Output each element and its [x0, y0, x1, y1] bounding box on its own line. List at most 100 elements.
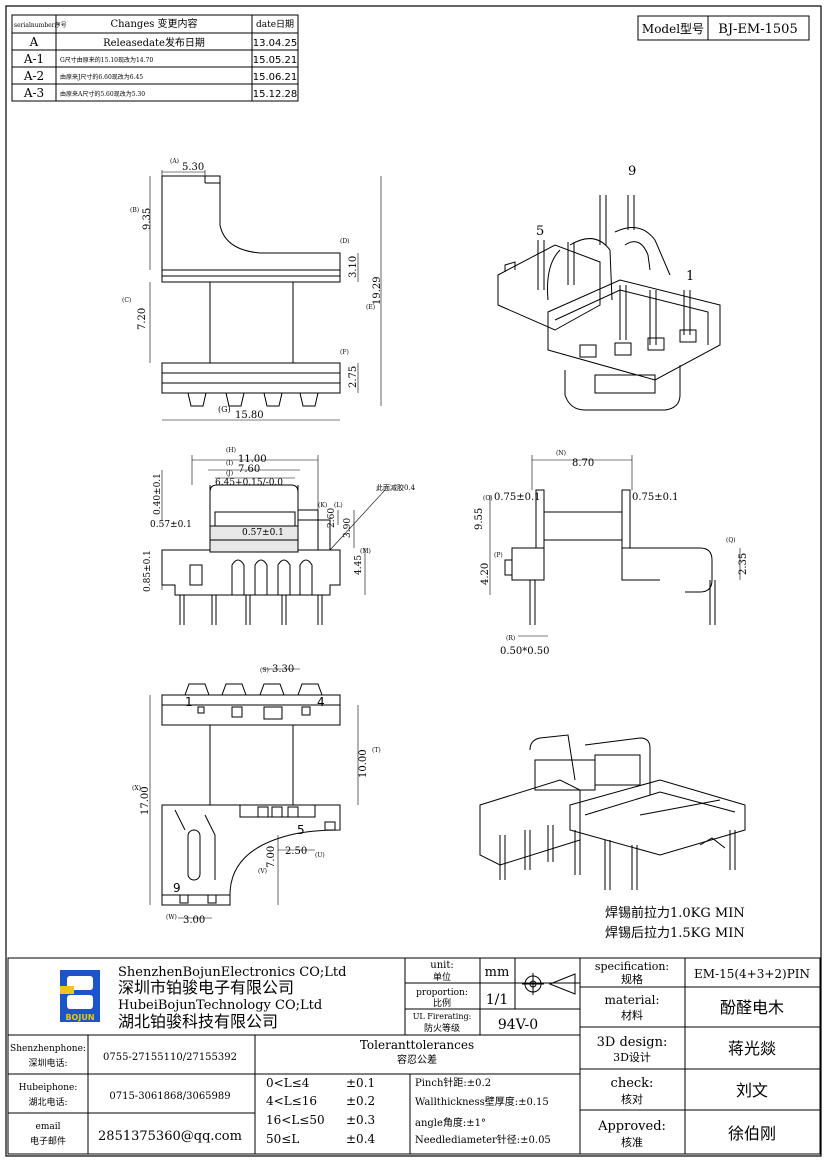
tol-angle: angle角度:±1° — [415, 1116, 486, 1129]
dim-k: 2.60 — [327, 508, 337, 528]
email-label-cn: 电子邮件 — [30, 1135, 66, 1147]
dim-j: 6.45+0.15/-0.0 — [215, 478, 283, 488]
dim-label-r: (R) — [506, 635, 515, 642]
hb-phone-label-cn: 湖北电话: — [28, 1096, 67, 1108]
material-value: 酚醛电木 — [720, 998, 784, 1017]
tol-value: ±0.2 — [346, 1094, 375, 1108]
revision-table: serialnumber序号 Changes 变更内容 date日期 A Rel… — [11, 14, 299, 102]
check-label-en: check: — [611, 1076, 654, 1091]
front-view — [149, 170, 382, 421]
ul-label-cn: 防火等级 — [424, 1022, 460, 1034]
title-block — [7, 957, 821, 1155]
dim-c: 7.20 — [137, 308, 148, 330]
ul-label-en: UL Firerating: — [413, 1012, 472, 1021]
hb-phone-value: 0715-3061868/3065989 — [109, 1091, 230, 1102]
bottom-view-labels: 1 4 5 9 (S) 3.30 (T) 10.00 (X) 17.00 2.5… — [132, 664, 381, 926]
check-label-cn: 核对 — [621, 1092, 643, 1106]
tol-range: 4<L≤16 — [266, 1094, 317, 1108]
dim-g: 15.80 — [235, 410, 264, 421]
dim-t: 10.00 — [358, 749, 369, 778]
dim-label-x: (X) — [132, 785, 141, 792]
dim-955: 9.55 — [474, 508, 485, 530]
dim-w: 3.00 — [183, 915, 205, 926]
dim-x: 17.00 — [140, 786, 151, 815]
dim-label-u: (U) — [315, 852, 325, 859]
dim-085: 0.85±0.1 — [143, 550, 153, 592]
dim-label-d: (D) — [340, 238, 350, 245]
dim-057a: 0.57±0.1 — [150, 520, 192, 530]
company-cn-2: 湖北铂骏科技有限公司 — [118, 1012, 278, 1031]
dim-label-e: (E) — [366, 304, 375, 311]
dim-o2: 0.75±0.1 — [632, 492, 679, 503]
logo-text: BOJUN — [65, 1013, 94, 1022]
material-label-en: material: — [604, 993, 659, 1007]
model-value: BJ-EM-1505 — [718, 22, 797, 37]
dim-o: 0.75±0.1 — [494, 492, 541, 503]
dim-f: 2.75 — [348, 366, 359, 388]
approved-label-en: Approved: — [597, 1119, 666, 1134]
sz-phone-label-cn: 深圳电话: — [28, 1057, 67, 1069]
rev-row-date: 15.05.21 — [253, 55, 298, 66]
iso-bottom-view — [479, 734, 746, 890]
bottom-view — [149, 668, 359, 919]
sz-phone-label-en: Shenzhenphone: — [10, 1044, 86, 1054]
tol-range: 16<L≤50 — [266, 1113, 325, 1127]
note-line-1: 焊锡前拉力1.0KG MIN — [605, 905, 745, 921]
dim-label-s: (S) — [260, 667, 269, 674]
tol-value: ±0.3 — [346, 1113, 375, 1127]
check-value: 刘文 — [736, 1081, 768, 1100]
rev-header-no: serialnumber序号 — [14, 21, 67, 29]
rev-row-no: A-2 — [23, 69, 44, 83]
spec-label-en: specification: — [595, 960, 669, 973]
dim-label-g: (G) — [218, 405, 231, 414]
dim-057b: 0.57±0.1 — [242, 528, 284, 538]
rev-header-change: Changes 变更内容 — [110, 17, 197, 30]
tol-value: ±0.4 — [346, 1132, 376, 1146]
dim-label-v: (V) — [258, 868, 267, 875]
proportion-label-en: proportion: — [416, 988, 468, 998]
dim-p: 4.20 — [480, 563, 491, 585]
side-view-dims: (N) 8.70 (O) 0.75±0.1 0.75±0.1 9.55 (P) … — [474, 450, 749, 657]
dim-q: 2.35 — [738, 553, 749, 575]
dim-u: 2.50 — [285, 846, 307, 857]
tol-wall: Wallthickness壁厚度:±0.15 — [415, 1095, 549, 1108]
front-view-dims: (A) 5.30 (B) 9.35 (C) 7.20 (D) 3.10 (E) … — [122, 158, 383, 421]
pin-label-9: 9 — [628, 164, 636, 179]
hb-phone-label-en: Hubeiphone: — [19, 1083, 78, 1093]
section-view-dims: (H) 11.00 (I) 7.60 (J) 6.45+0.15/-0.0 0.… — [143, 447, 416, 592]
dim-s: 3.30 — [272, 664, 294, 675]
spec-label-cn: 规格 — [621, 972, 643, 986]
proportion-label-cn: 比例 — [433, 997, 451, 1009]
design-value: 蒋光燚 — [728, 1039, 776, 1058]
model-box: Model型号 BJ-EM-1505 — [637, 15, 810, 41]
rev-row-date: 13.04.25 — [253, 38, 298, 49]
rev-row-change: 由原来J尺寸的6.60现改为6.45 — [60, 73, 143, 81]
design-label-cn: 3D设计 — [613, 1051, 651, 1064]
dim-label-i: (I) — [226, 460, 233, 467]
unit-label-cn: 单位 — [433, 971, 451, 983]
pin-label-1: 1 — [185, 695, 193, 709]
company-logo: BOJUN — [60, 970, 100, 1022]
iso-top-labels: 9 5 1 — [536, 164, 694, 284]
rev-row-no: A — [29, 35, 39, 49]
dim-040: 0.40±0.1 — [153, 473, 163, 515]
dim-label-h: (H) — [226, 447, 236, 454]
dim-label-t: (T) — [372, 747, 381, 754]
dim-v: 7.00 — [266, 846, 277, 868]
tol-range: 0<L≤4 — [266, 1076, 310, 1090]
tol-pinch: Pinch针距:±0.2 — [415, 1076, 491, 1089]
dim-label-f: (F) — [340, 349, 349, 356]
tol-value: ±0.1 — [346, 1076, 375, 1090]
pin-label-9: 9 — [173, 881, 181, 895]
side-view — [489, 455, 741, 637]
email-label-en: email — [36, 1122, 61, 1132]
pin-label-1: 1 — [686, 269, 694, 284]
dim-i: 7.60 — [238, 464, 260, 475]
rev-row-date: 15.12.28 — [253, 89, 298, 100]
title-block-text: ShenzhenBojunElectronics CO;Ltd 深圳市铂骏电子有… — [10, 960, 810, 1149]
proportion-value: 1/1 — [486, 992, 509, 1008]
design-label-en: 3D design: — [597, 1035, 668, 1050]
rev-row-change: 由原来A尺寸的5.60现改为5.30 — [60, 90, 145, 98]
dim-label-a: (A) — [170, 158, 179, 165]
rev-row-no: A-1 — [23, 52, 44, 66]
